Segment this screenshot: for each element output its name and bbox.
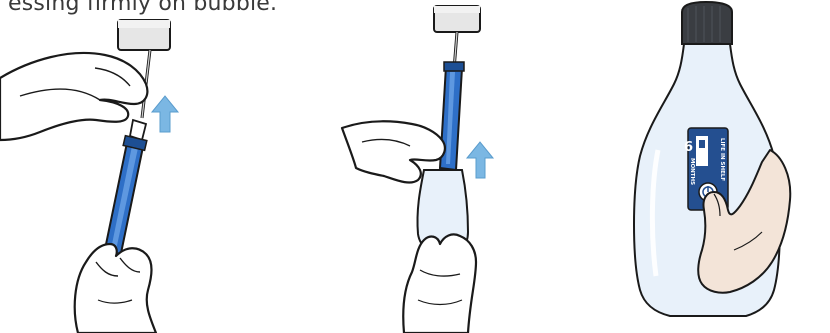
- lower-glove: [75, 244, 156, 333]
- step-3-illustration: 6 MONTHS LIFE IN SHELF: [610, 0, 830, 333]
- indicator-word-right: LIFE IN SHELF: [719, 138, 725, 181]
- step-1-illustration: [0, 0, 250, 333]
- lower-glove: [403, 234, 476, 333]
- bottle-cap: [682, 2, 732, 44]
- step-2-illustration: [320, 0, 540, 333]
- pen-body: [104, 136, 147, 258]
- upper-glove: [0, 53, 147, 140]
- up-arrow: [467, 142, 493, 178]
- step-2-svg: [320, 0, 540, 333]
- step-3-svg: 6 MONTHS LIFE IN SHELF: [610, 0, 830, 333]
- up-arrow: [152, 96, 178, 132]
- indicator-word-left: MONTHS: [689, 158, 695, 185]
- indicator-number: 6: [684, 140, 693, 155]
- step-1-svg: [0, 0, 250, 333]
